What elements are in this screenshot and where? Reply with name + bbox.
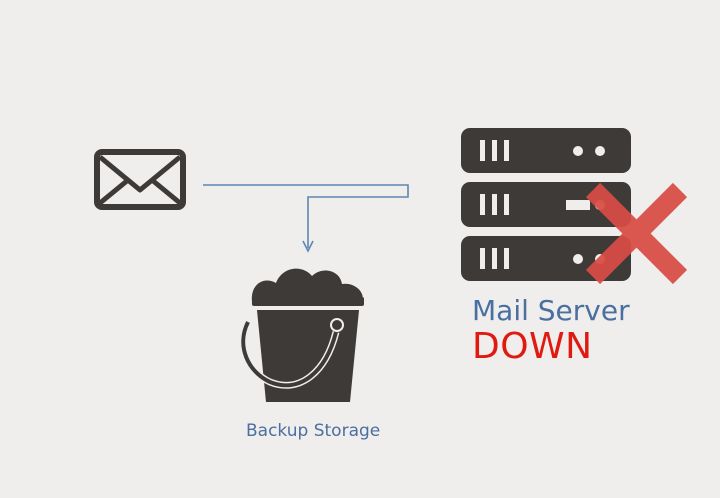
envelope-icon (94, 149, 186, 210)
mail-server-label: Mail Server (472, 294, 630, 327)
bucket-icon (239, 268, 364, 402)
server-status-label: DOWN (472, 326, 593, 367)
red-x-icon (585, 182, 688, 285)
backup-storage-label: Backup Storage (246, 421, 381, 441)
connector-arrow (203, 184, 409, 253)
